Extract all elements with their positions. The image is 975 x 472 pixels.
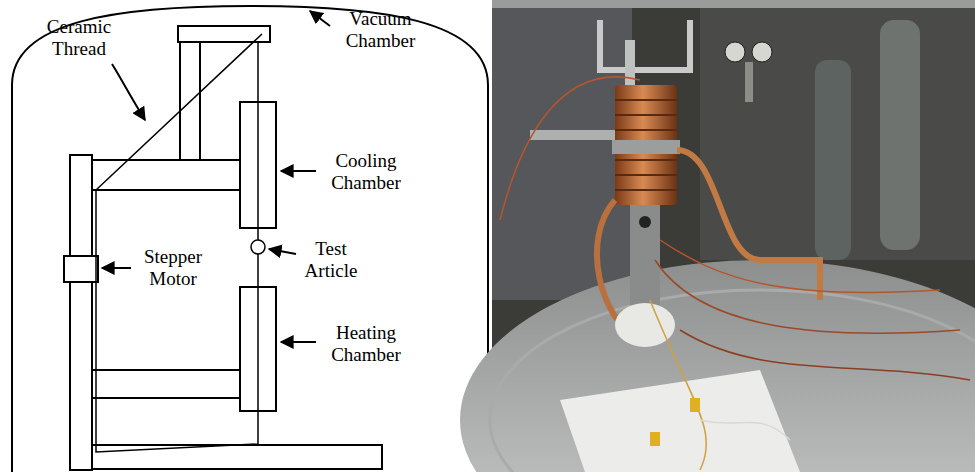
copper-tube: [677, 150, 820, 300]
pressure-gauge: [725, 42, 745, 62]
ceramic-plate: [560, 370, 800, 472]
coil-turn: [615, 114, 677, 116]
leader-arrow: [310, 11, 330, 26]
test-article-photo: [639, 216, 651, 228]
support-frame: [600, 20, 690, 70]
wire: [700, 420, 790, 440]
part-label: Cooling Chamber: [320, 150, 412, 194]
chamber-lid-edge: [492, 0, 975, 8]
wire: [680, 330, 970, 380]
leader-arrow: [269, 249, 296, 254]
gas-cylinder: [815, 60, 851, 260]
coil-turn: [615, 159, 677, 161]
connector-plug: [690, 398, 700, 412]
floor-ring: [490, 290, 975, 472]
stepper-motor: [64, 256, 98, 282]
leader-arrow: [281, 341, 316, 343]
part-label: Stepper Motor: [133, 246, 213, 290]
chamber-wall: [700, 0, 975, 260]
coil-turn: [615, 129, 677, 131]
pressure-gauge: [752, 42, 772, 62]
test-column: [630, 205, 660, 305]
part-label: Vacuum Chamber: [333, 8, 428, 52]
test-article: [251, 240, 265, 254]
leader-arrow: [281, 170, 316, 172]
leader-arrow: [112, 64, 145, 120]
regulator: [745, 62, 753, 102]
thermocouple-wires: [500, 77, 970, 470]
top-column: [180, 40, 200, 160]
ceramic-thread: [96, 34, 262, 452]
part-label: Ceramic Thread: [34, 16, 124, 60]
gas-cylinder: [880, 20, 920, 250]
wire: [655, 260, 960, 333]
heater-insulation: [615, 303, 675, 347]
vacuum-chamber-outline: [12, 6, 488, 472]
base-plate: [92, 445, 382, 469]
part-label: Test Article: [298, 238, 364, 282]
wire: [650, 300, 706, 470]
chamber-wall: [492, 0, 632, 300]
leader-arrow: [102, 267, 131, 269]
connector-plug: [650, 432, 660, 446]
part-label: Heating Chamber: [320, 322, 412, 366]
coil-turn: [615, 174, 677, 176]
coil-turn: [615, 99, 677, 101]
wire: [660, 240, 940, 293]
coil-turn: [615, 189, 677, 191]
wire: [500, 77, 640, 220]
support-post: [70, 155, 92, 470]
clamp-band: [612, 140, 680, 154]
